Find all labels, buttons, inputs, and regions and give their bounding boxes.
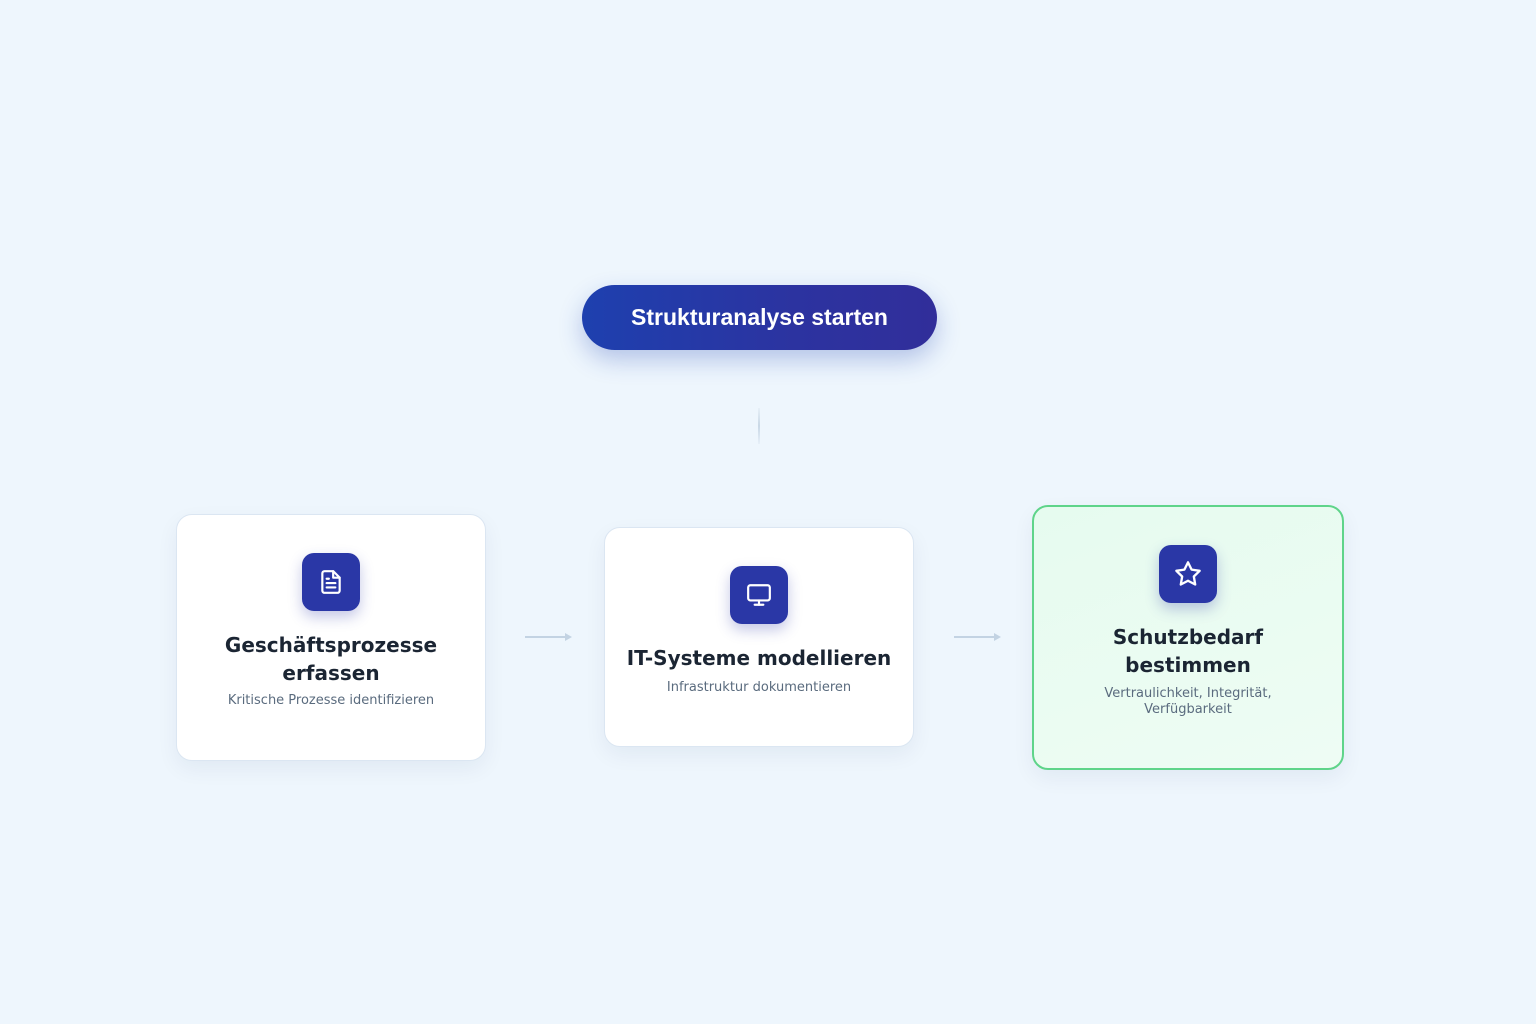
connector-line bbox=[758, 408, 760, 444]
step-subtitle: Kritische Prozesse identifizieren bbox=[227, 693, 435, 708]
step-subtitle-line1: Vertraulichkeit, Integrität, bbox=[1104, 686, 1272, 701]
arrow-right-icon bbox=[954, 633, 1001, 641]
start-structure-analysis-button[interactable]: Strukturanalyse starten bbox=[582, 285, 937, 350]
star-icon bbox=[1159, 545, 1217, 603]
step-card-protection-requirements[interactable]: Schutzbedarf bestimmen Vertraulichkeit, … bbox=[1032, 505, 1344, 770]
step-title-line1: Schutzbedarf bbox=[1112, 625, 1264, 649]
step-title-line1: IT-Systeme modellieren bbox=[626, 646, 892, 670]
step-title-line1: Geschäftsprozesse bbox=[224, 633, 438, 657]
arrow-right-icon bbox=[525, 633, 572, 641]
step-subtitle-line2: Verfügbarkeit bbox=[1144, 702, 1232, 717]
step-title-line2: erfassen bbox=[282, 661, 380, 685]
document-icon bbox=[302, 553, 360, 611]
step-title-line2: bestimmen bbox=[1125, 653, 1251, 677]
step-subtitle: Infrastruktur dokumentieren bbox=[666, 680, 852, 695]
monitor-icon bbox=[730, 566, 788, 624]
step-card-it-systems[interactable]: IT-Systeme modellieren Infrastruktur dok… bbox=[604, 527, 914, 747]
step-card-business-processes[interactable]: Geschäftsprozesse erfassen Kritische Pro… bbox=[176, 514, 486, 761]
